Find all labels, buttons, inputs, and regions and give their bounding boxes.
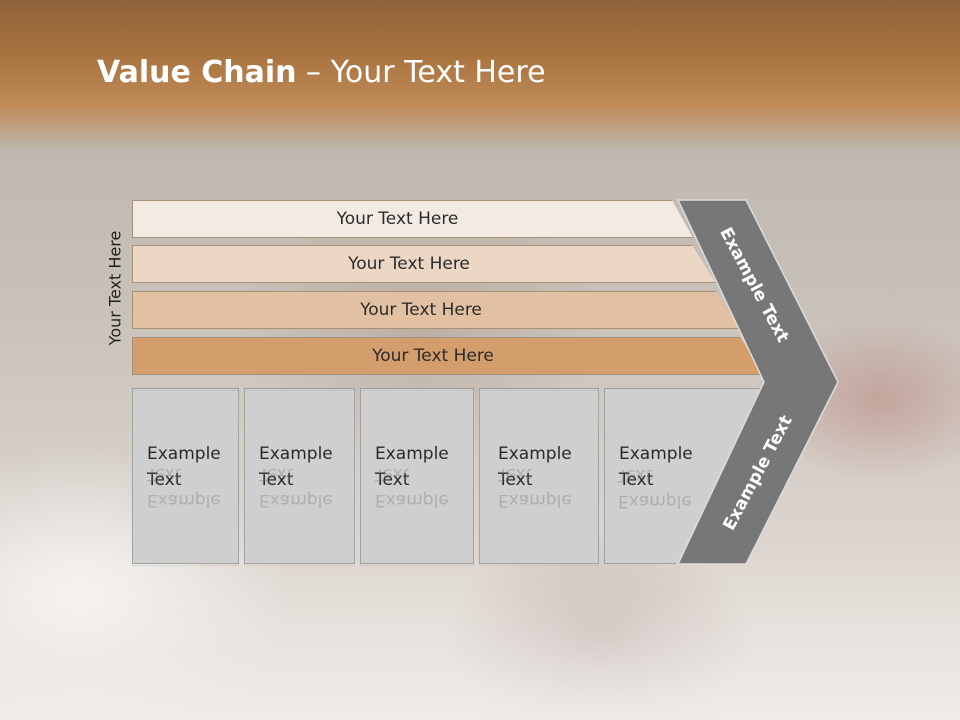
activity-box-line1: Example [619, 444, 693, 464]
activity-box-line1: Example [259, 444, 333, 464]
activity-box-line1: Example [498, 444, 572, 464]
activity-box-line2: Text [259, 470, 294, 490]
activity-box-line2: Text [375, 470, 410, 490]
activity-box-line1: Example [147, 444, 221, 464]
activity-box-line2: Text [498, 470, 533, 490]
support-bar-label: Your Text Here [360, 300, 482, 320]
support-bar-label: Your Text Here [372, 346, 494, 366]
activity-box-line2: Text [619, 470, 654, 490]
title-rest: – Your Text Here [296, 55, 546, 90]
support-bar-4[interactable]: Your Text Here [132, 337, 764, 375]
support-bar-label: Your Text Here [336, 209, 459, 229]
title-banner [0, 0, 960, 150]
activity-box-line1: Example [375, 444, 449, 464]
support-bar-3[interactable]: Your Text Here [132, 291, 740, 329]
chevron-shape [676, 199, 839, 565]
support-bar-2[interactable]: Your Text Here [132, 245, 716, 283]
title-bold: Value Chain [97, 55, 297, 90]
support-bar-label: Your Text Here [348, 254, 470, 274]
slide-title[interactable]: Value Chain – Your Text Here [97, 55, 546, 90]
activity-box-line2: Text [147, 470, 182, 490]
